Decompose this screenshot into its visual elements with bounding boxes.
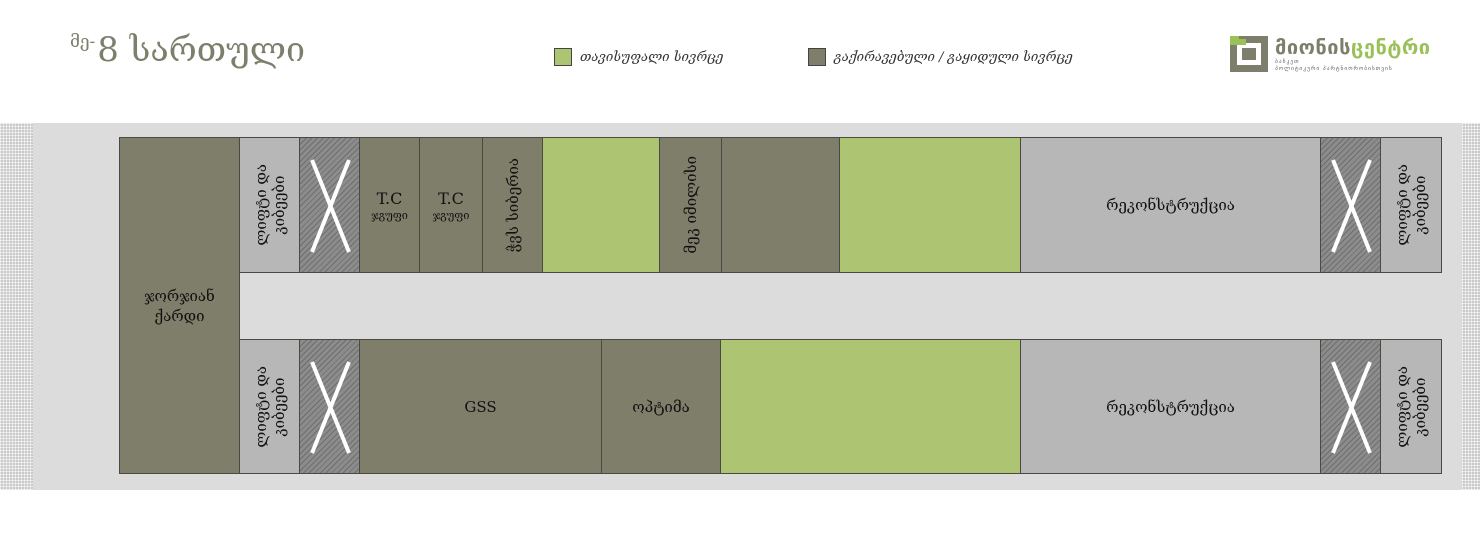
unit-gss-siberia[interactable]: ჭვს სიბერია <box>482 137 543 273</box>
unit-free-bottom[interactable] <box>720 339 1021 474</box>
unit-optima[interactable]: ოპტიმა <box>601 339 721 474</box>
top-stairwell-right <box>1320 137 1381 273</box>
unit-reconstruction-top-label: რეკონსტრუქცია <box>1106 196 1235 214</box>
bottom-elevator-left-line1: ლიფტი და <box>251 365 270 448</box>
top-elevator-right-line1: ლიფტი და <box>1393 164 1411 246</box>
unit-georgian-card-line2: ქარდი <box>154 306 205 325</box>
unit-tc2-line1: T.C <box>438 188 464 208</box>
legend-free: თავისუფალი სივრცე <box>554 47 723 67</box>
unit-tc2-line2: ჯგუფი <box>432 208 470 222</box>
logo-name-part2: ცენტრი <box>1350 35 1431 59</box>
floor-word: სართული <box>129 30 305 70</box>
band-edge-right <box>1462 123 1480 490</box>
logo-sub-line1: ბაჩკეთ <box>1275 59 1300 65</box>
legend-free-swatch <box>554 48 572 66</box>
unit-reconstruction-bottom[interactable]: რეკონსტრუქცია <box>1020 339 1321 474</box>
legend-occupied: გაქირავებული / გაყიდული სივრცე <box>808 47 1073 67</box>
unit-free-top-2[interactable] <box>839 137 1021 273</box>
legend-occupied-swatch <box>808 48 826 66</box>
unit-optima-label: ოპტიმა <box>632 397 690 416</box>
top-elevator-left-line1: ლიფტი და <box>251 164 270 246</box>
bottom-stairwell-right <box>1320 339 1381 474</box>
unit-gss-siberia-label: ჭვს სიბერია <box>503 157 522 253</box>
floor-prefix: მე- <box>70 32 96 52</box>
unit-reconstruction-bottom-label: რეკონსტრუქცია <box>1106 397 1235 416</box>
bottom-elevator-left-line2: კიბეები <box>269 377 288 436</box>
unit-georgian-card-line1: ჯორჯიან <box>144 286 215 305</box>
logo-icon <box>1230 36 1268 72</box>
logo-subtitle: ბაჩკეთ პოლიტიკური პარტნიორობისთვის <box>1275 59 1393 73</box>
top-elevator-right-line2: კიბეები <box>1411 175 1429 235</box>
unit-free-top-1[interactable] <box>542 137 660 273</box>
band-edge-left <box>0 123 33 490</box>
logo-sub-line2: პოლიტიკური პარტნიორობისთვის <box>1275 66 1393 72</box>
legend-free-label: თავისუფალი სივრცე <box>580 49 724 65</box>
top-elevator-left-line2: კიბეები <box>269 175 288 235</box>
cross-icon <box>1331 159 1372 253</box>
unit-occupied-top[interactable] <box>721 137 840 273</box>
unit-reconstruction-top[interactable]: რეკონსტრუქცია <box>1020 137 1321 273</box>
unit-tc1-line2: ჯგუფი <box>371 208 408 222</box>
floor-title: მე-8 სართული <box>70 30 305 70</box>
unit-meridian[interactable]: მეკ იმილისი <box>659 137 722 273</box>
unit-meridian-label: მეკ იმილისი <box>681 156 700 254</box>
bottom-elevator-right-line2: კიბეები <box>1411 377 1429 436</box>
floor-number: 8 <box>97 30 119 70</box>
logo-name: მიონისცენტრი <box>1275 35 1431 59</box>
top-stairwell-left <box>299 137 360 273</box>
logo-name-part1: მიონის <box>1275 35 1351 59</box>
bottom-elevator-right-line1: ლიფტი და <box>1393 365 1411 448</box>
cross-icon <box>1331 361 1372 454</box>
legend-occupied-label: გაქირავებული / გაყიდული სივრცე <box>834 49 1073 65</box>
logo: მიონისცენტრი ბაჩკეთ პოლიტიკური პარტნიორო… <box>1230 35 1431 76</box>
cross-icon <box>310 159 351 253</box>
unit-gss[interactable]: GSS <box>359 339 602 474</box>
cross-icon <box>310 361 351 454</box>
unit-gss-label: GSS <box>464 397 497 416</box>
bottom-stairwell-left <box>299 339 360 474</box>
unit-tc1-line1: T.C <box>376 188 403 208</box>
